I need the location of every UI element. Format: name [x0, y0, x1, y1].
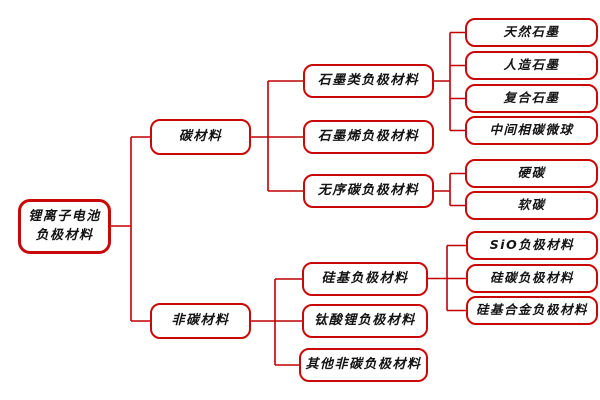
node-graphite-type-anode-label: 石墨类负极材料	[317, 72, 420, 88]
node-other-non-carbon-anode: 其他非碳负极材料	[299, 348, 428, 382]
node-root-label-line1: 锂离子电池	[28, 208, 101, 224]
node-carbon-materials: 碳材料	[150, 119, 251, 155]
node-graphene-anode-label: 石墨烯负极材料	[317, 128, 420, 144]
connector-graphite-to-children	[434, 31, 465, 132]
connector-disordered-to-children	[434, 172, 465, 207]
node-disordered-carbon-anode-label: 无序碳负极材料	[317, 182, 420, 198]
node-natural-graphite: 天然石墨	[465, 18, 598, 47]
node-hard-carbon: 硬碳	[465, 159, 598, 188]
node-silicon-based-anode-label: 硅基负极材料	[321, 270, 409, 286]
node-natural-graphite-label: 天然石墨	[503, 24, 560, 40]
node-silicon-alloy-anode: 硅基合金负极材料	[466, 296, 598, 325]
node-non-carbon-materials: 非碳材料	[150, 303, 251, 339]
node-root-label-line2: 负极材料	[35, 227, 94, 243]
node-hard-carbon-label: 硬碳	[517, 165, 546, 181]
node-silicon-carbon-anode-label: 硅碳负极材料	[489, 270, 574, 286]
node-soft-carbon: 软碳	[465, 191, 598, 220]
node-lithium-titanate-anode-label: 钛酸锂负极材料	[314, 312, 416, 328]
node-artificial-graphite-label: 人造石墨	[503, 57, 560, 73]
node-graphene-anode: 石墨烯负极材料	[303, 120, 434, 154]
node-artificial-graphite: 人造石墨	[465, 51, 598, 80]
node-sio-anode: SiO负极材料	[466, 231, 598, 260]
connector-noncarbon-to-children	[251, 278, 302, 366]
node-silicon-carbon-anode: 硅碳负极材料	[466, 264, 598, 293]
node-mesocarbon-microbeads-label: 中间相碳微球	[489, 122, 574, 138]
connector-silicon-to-children	[428, 244, 466, 312]
connector-carbon-to-children	[251, 80, 303, 192]
node-composite-graphite: 复合石墨	[465, 84, 598, 113]
node-sio-anode-label: SiO负极材料	[489, 237, 575, 253]
node-silicon-alloy-anode-label: 硅基合金负极材料	[475, 302, 588, 318]
node-disordered-carbon-anode: 无序碳负极材料	[303, 174, 434, 208]
node-non-carbon-materials-label: 非碳材料	[171, 312, 230, 328]
node-lithium-titanate-anode: 钛酸锂负极材料	[302, 304, 428, 338]
node-composite-graphite-label: 复合石墨	[503, 90, 560, 106]
node-graphite-type-anode: 石墨类负极材料	[303, 64, 434, 98]
node-soft-carbon-label: 软碳	[517, 197, 546, 213]
node-other-non-carbon-anode-label: 其他非碳负极材料	[305, 356, 422, 372]
connector-root-to-level1	[111, 136, 150, 322]
node-carbon-materials-label: 碳材料	[178, 128, 223, 144]
node-root-lithium-battery-anode-materials: 锂离子电池 负极材料	[18, 199, 111, 254]
node-silicon-based-anode: 硅基负极材料	[302, 262, 428, 296]
node-mesocarbon-microbeads: 中间相碳微球	[465, 116, 598, 145]
